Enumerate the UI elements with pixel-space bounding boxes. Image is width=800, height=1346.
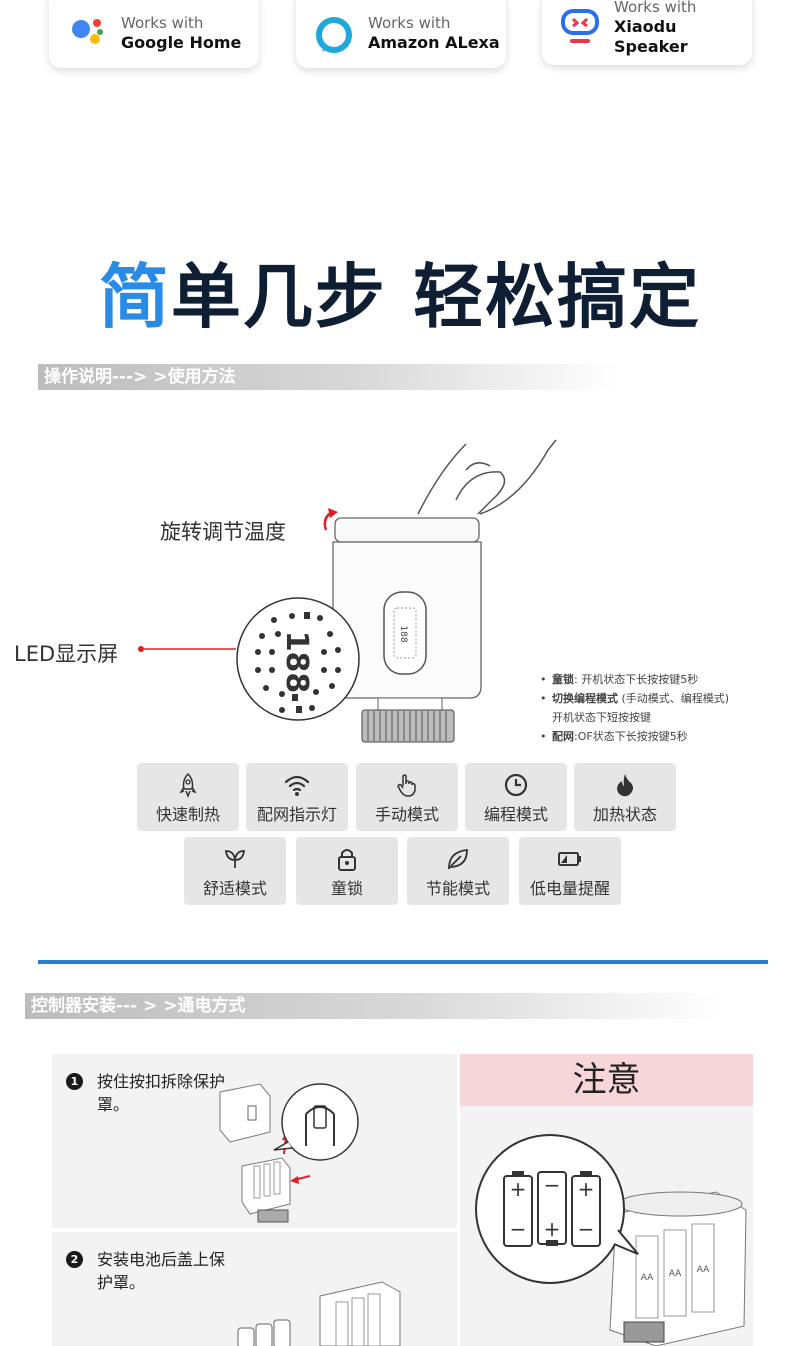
operation-notes: 童锁: 开机状态下长按按键5秒 切换编程模式 (手动模式、编程模式) 开机状态下… [540,670,729,746]
install-step-1-panel: 1 按住按扣拆除保护罩。 [52,1054,457,1228]
tile-comfort-mode: 舒适模式 [184,837,286,905]
battery-label: AA [669,1269,682,1279]
page-headline: 简单几步 轻松搞定 [0,252,800,342]
rocket-icon [179,772,197,798]
note-title: 童锁 [552,673,574,686]
google-assistant-icon [72,19,103,44]
note-item: 切换编程模式 (手动模式、编程模式) 开机状态下短按按键 [540,689,729,727]
tile-label: 配网指示灯 [256,805,337,824]
hand-icon [417,439,557,515]
low-battery-icon [558,852,581,866]
works-with-small: Works with [368,14,451,32]
section-usage-bar: 操作说明---> >使用方法 [38,364,618,390]
flame-icon [617,774,633,797]
tile-label: 低电量提醒 [529,879,610,898]
section-divider [38,960,768,964]
attention-panel: AA AA AA + − − + + − [460,1106,753,1346]
polarity-minus: − [578,1217,595,1241]
note-sub: 开机状态下短按按键 [552,711,651,724]
tile-heating-status: 加热状态 [574,763,676,831]
install-step-2-panel: 2 安装电池后盖上保护罩。 [52,1232,457,1346]
tile-manual-mode: 手动模式 [356,763,458,831]
note-item: 童锁: 开机状态下长按按键5秒 [540,670,729,689]
note-text: : 开机状态下长按按键5秒 [574,673,699,686]
tile-quick-heat: 快速制热 [137,763,239,831]
headline-rest: 单几步 轻松搞定 [170,256,702,338]
attention-heading: 注意 [460,1054,753,1106]
rotate-label: 旋转调节温度 [160,520,286,544]
section-install-bar: 控制器安装--- > >通电方式 [25,993,725,1019]
tile-label: 加热状态 [592,805,657,824]
device-illustration: 188 188 旋转调节温度 LED显示屏 童 [0,430,800,750]
battery-slot [635,1235,659,1319]
polarity-minus: − [544,1173,561,1197]
battery-slot [663,1229,687,1317]
works-with-name: Xiaodu Speaker [614,16,688,56]
tile-low-battery: 低电量提醒 [519,837,621,905]
note-text: (手动模式、编程模式) [618,692,730,705]
polarity-plus: + [544,1217,561,1241]
tile-label: 快速制热 [155,805,220,824]
note-title: 切换编程模式 [552,692,618,705]
step-number: 2 [66,1251,83,1268]
polarity-plus: + [578,1177,595,1201]
battery-label: AA [641,1273,654,1283]
hand-icon [397,774,416,797]
step-text: 按住按扣拆除保护罩。 [97,1072,226,1114]
works-with-google-card: Works with Google Home [49,0,259,68]
sprout-icon [224,850,246,868]
thermostat-drawing: 188 188 [138,439,557,743]
tile-label: 编程模式 [483,805,548,824]
step-text: 安装电池后盖上保护罩。 [97,1250,226,1292]
tile-network-indicator: 配网指示灯 [246,763,348,831]
tile-program-mode: 编程模式 [465,763,567,831]
note-item: 配网:OF状态下长按按键5秒 [540,727,729,746]
leaf-icon [448,848,468,870]
wifi-icon [284,775,310,796]
polarity-plus: + [510,1177,527,1201]
works-with-xiaodu-card: Works with Xiaodu Speaker [542,0,752,65]
tile-label: 手动模式 [374,805,439,824]
attention-illustration: AA AA AA + − − + + − [475,1134,747,1346]
tile-label: 节能模式 [425,879,490,898]
tile-label: 舒适模式 [202,879,267,898]
works-with-name: Amazon ALexa [368,33,500,52]
xiaodu-icon [561,8,599,43]
works-with-name: Google Home [121,33,242,52]
battery-label: AA [697,1265,710,1275]
headline-accent-char: 简 [98,256,171,338]
works-with-small: Works with [614,0,697,16]
lock-icon [338,849,356,871]
works-with-small: Works with [121,14,204,32]
step-2-illustration [237,1281,401,1346]
note-text: :OF状态下长按按键5秒 [574,730,688,743]
step-number: 1 [66,1073,83,1090]
battery-slot [691,1223,715,1313]
alexa-icon [316,17,352,53]
device-display-readout: 188 [398,625,408,642]
clock-icon [504,773,528,797]
tile-eco-mode: 节能模式 [407,837,509,905]
tile-child-lock: 童锁 [296,837,398,905]
step-1-illustration [219,1083,359,1223]
works-with-alexa-card: Works with Amazon ALexa [296,0,506,68]
tile-label: 童锁 [330,879,363,898]
led-big-digits: 188 [279,631,314,694]
works-with-row: Works with Google Home Works with Amazon… [0,0,800,80]
polarity-minus: − [510,1217,527,1241]
note-title: 配网 [552,730,574,743]
led-label: LED显示屏 [14,642,119,666]
